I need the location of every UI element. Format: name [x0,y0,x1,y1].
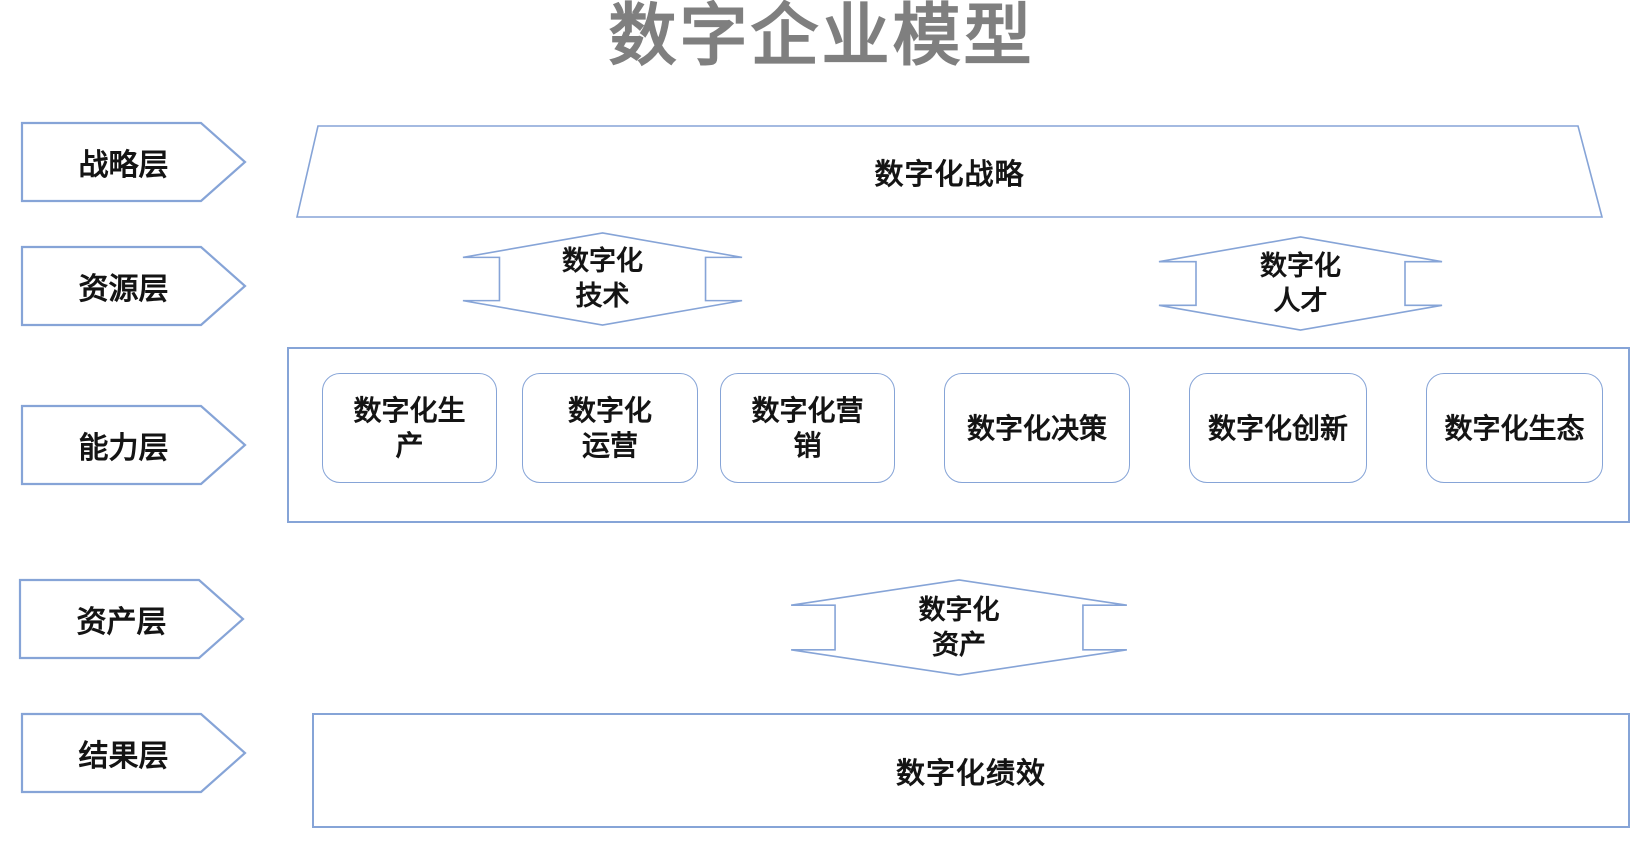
layer-label-asset: 资产层 [19,579,244,659]
resource-arrow-talent: 数字化 人才 [1158,236,1443,331]
capability-box-innovation: 数字化创新 [1189,373,1367,483]
layer-label-text: 战略层 [78,149,169,182]
layer-label-capability: 能力层 [21,405,246,485]
capability-box-marketing: 数字化营 销 [720,373,895,483]
strategy-bar-text: 数字化战略 [874,158,1025,191]
pentagon-arrow-shape [21,713,246,793]
capability-box-ecosystem: 数字化生态 [1426,373,1603,483]
arrow-text-line2: 资产 [932,629,986,660]
double-arrow-shape [1158,236,1443,331]
layer-label-resource: 资源层 [21,246,246,326]
strategy-trapezoid: 数字化战略 [296,125,1603,218]
result-rectangle: 数字化绩效 [312,713,1630,828]
arrow-text-line1: 数字化 [918,594,1000,625]
arrow-text-line1: 数字化 [562,246,643,277]
resource-arrow-tech: 数字化 技术 [462,232,743,326]
capability-box-text: 数字化决策 [966,412,1107,444]
capability-box-text: 数字化创新 [1207,412,1348,444]
layer-label-text: 结果层 [78,740,169,773]
layer-label-text: 资源层 [78,273,169,306]
capability-box-line1: 数字化 [567,395,652,426]
arrow-text-line1: 数字化 [1260,250,1341,281]
capability-box-line2: 运营 [581,430,638,461]
resource-arrow-tech-text: 数字化 技术 [462,232,743,326]
layer-label-result: 结果层 [21,713,246,793]
diagram-title: 数字企业模型 [608,0,1035,74]
asset-arrow-text: 数字化 资产 [790,579,1128,676]
capability-box-line2: 产 [395,430,424,461]
layer-label-strategy: 战略层 [21,122,246,202]
pentagon-arrow-shape [21,122,246,202]
double-arrow-shape [790,579,1128,676]
layer-label-text: 能力层 [78,432,169,465]
capability-box-text: 数字化生态 [1444,412,1585,444]
capability-box-operation: 数字化 运营 [522,373,698,483]
capability-box-line1: 数字化生 [353,395,466,426]
layer-label-text: 资产层 [76,606,167,639]
capability-box-decision: 数字化决策 [944,373,1130,483]
pentagon-arrow-shape [19,579,244,659]
resource-arrow-talent-text: 数字化 人才 [1158,236,1443,331]
capability-box-line1: 数字化营 [751,395,864,426]
pentagon-arrow-shape [21,405,246,485]
double-arrow-shape [462,232,743,326]
capability-box-production: 数字化生 产 [322,373,497,483]
capability-box-line2: 销 [793,430,822,461]
trapezoid-shape [296,125,1603,218]
result-bar-text: 数字化绩效 [895,757,1046,790]
arrow-text-line2: 人才 [1273,285,1328,316]
pentagon-arrow-shape [21,246,246,326]
arrow-text-line2: 技术 [575,281,630,311]
asset-arrow: 数字化 资产 [790,579,1128,676]
